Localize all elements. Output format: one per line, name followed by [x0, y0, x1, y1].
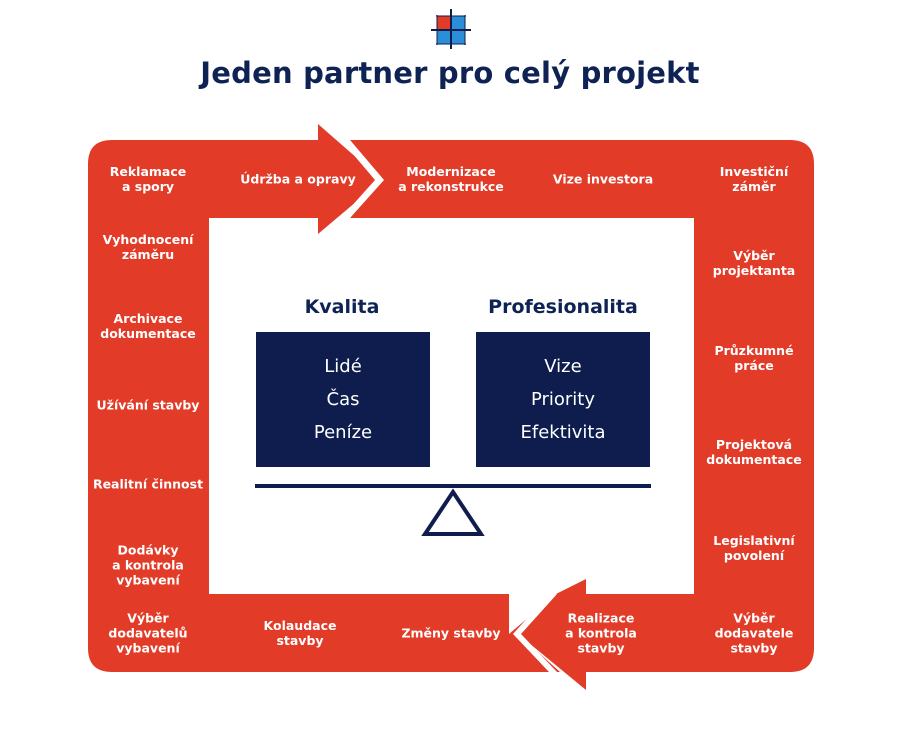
step-legislativni-povoleni: Legislativní povolení	[713, 533, 794, 563]
step-archivace-dokumentace: Archivace dokumentace	[100, 311, 195, 341]
step-vize-investora: Vize investora	[553, 172, 653, 187]
balance-right-item: Efektivita	[520, 422, 606, 443]
step-reklamace-a-spory: Reklamace a spory	[110, 164, 186, 194]
step-label: Kolaudace stavby	[263, 618, 337, 648]
step-projektova-dokumentace: Projektová dokumentace	[706, 437, 801, 467]
step-kolaudace-stavby: Kolaudace stavby	[264, 618, 337, 648]
balance-left-item: Peníze	[313, 422, 373, 443]
step-label: Vize investora	[552, 171, 654, 187]
step-vyber-dodavatelu-vybaveni: Výběr dodavatelů vybavení	[108, 611, 187, 656]
step-zmeny-stavby: Změny stavby	[401, 626, 500, 641]
step-uzivani-stavby: Užívání stavby	[97, 398, 200, 413]
step-label: Realizace a kontrola stavby	[565, 610, 637, 656]
step-label: Projektová dokumentace	[706, 437, 802, 467]
step-label: Modernizace a rekonstrukce	[398, 164, 504, 194]
balance-left-heading: Kvalita	[304, 296, 380, 318]
balance-right-item: Vize	[544, 356, 582, 377]
balance-right-item: Priority	[530, 389, 596, 410]
step-label: Výběr dodavatele stavby	[714, 610, 794, 656]
step-label: Archivace dokumentace	[100, 311, 196, 341]
balance-beam	[255, 484, 651, 488]
step-label: Reklamace a spory	[109, 164, 187, 194]
step-label: Výběr dodavatelů vybavení	[108, 610, 188, 656]
step-label: Dodávky a kontrola vybavení	[112, 542, 184, 588]
balance-right-box: Vize Priority Efektivita	[476, 332, 650, 467]
balance-left-item: Čas	[326, 389, 360, 410]
balance-left-box: Lidé Čas Peníze	[256, 332, 430, 467]
step-dodavky-a-kontrola-vybaveni: Dodávky a kontrola vybavení	[112, 543, 184, 588]
step-label: Průzkumné práce	[714, 343, 794, 373]
step-label: Legislativní povolení	[713, 533, 795, 563]
step-label: Realitní činnost	[92, 476, 204, 492]
step-investicni-zamer: Investiční záměr	[720, 164, 788, 194]
checkered-square-logo-icon	[431, 9, 471, 49]
step-pruzkumne-prace: Průzkumné práce	[714, 343, 793, 373]
step-realitni-cinnost: Realitní činnost	[93, 477, 203, 492]
step-vyber-dodavatele-stavby: Výběr dodavatele stavby	[715, 611, 794, 656]
page-title: Jeden partner pro celý projekt	[200, 56, 700, 90]
step-label: Vyhodnocení záměru	[102, 232, 194, 262]
step-vyhodnoceni-zameru: Vyhodnocení záměru	[103, 232, 194, 262]
step-vyber-projektanta: Výběr projektanta	[713, 248, 796, 278]
balance-right-heading: Profesionalita	[488, 296, 638, 318]
balance-left-item: Lidé	[324, 356, 362, 377]
step-label: Změny stavby	[401, 625, 501, 641]
step-label: Údržba a opravy	[240, 171, 356, 187]
balance-fulcrum	[421, 488, 485, 536]
step-label: Investiční záměr	[719, 164, 789, 194]
step-udrzba-a-opravy: Údržba a opravy	[240, 172, 356, 187]
step-realizace-a-kontrola-stavby: Realizace a kontrola stavby	[565, 611, 637, 656]
step-label: Výběr projektanta	[712, 248, 796, 278]
step-modernizace-a-rekonstrukce: Modernizace a rekonstrukce	[398, 164, 504, 194]
step-label: Užívání stavby	[96, 397, 200, 413]
